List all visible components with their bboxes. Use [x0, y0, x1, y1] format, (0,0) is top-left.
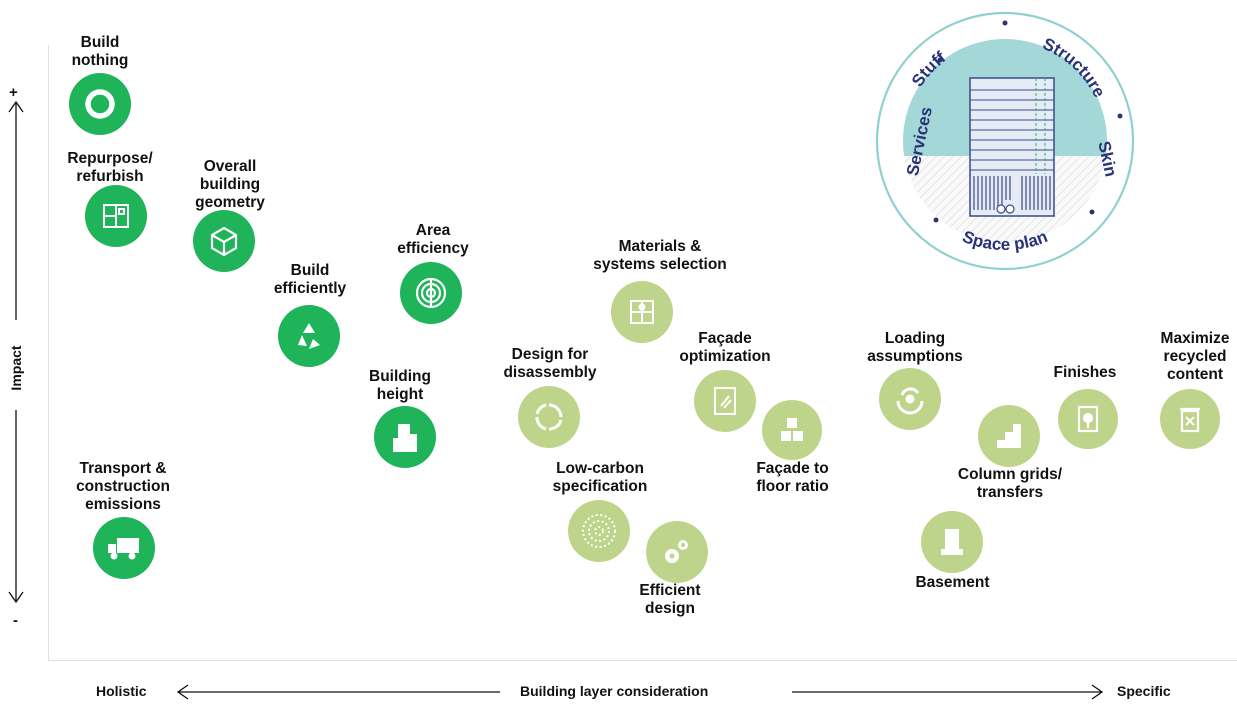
item-label: Build nothing	[71, 34, 129, 69]
x-axis-right-label: Specific	[1117, 683, 1171, 699]
item-column-grids: Column grids/ transfers	[940, 466, 1080, 502]
tile-icon	[1058, 389, 1118, 449]
y-axis-minus: -	[13, 612, 18, 629]
item-label: Façade to floor ratio	[756, 460, 829, 495]
item-disassembly: Design for disassembly	[485, 346, 615, 382]
item-label: Build efficiently	[273, 262, 347, 297]
item-transport: Transport & construction emissions	[58, 460, 188, 514]
item-build-efficiently: Build efficiently	[260, 262, 360, 298]
item-label: Materials & systems selection	[593, 238, 727, 273]
plot-area	[48, 45, 1237, 661]
truck-icon	[93, 517, 155, 579]
puzzle-icon	[611, 281, 673, 343]
item-basement: Basement	[895, 574, 1010, 592]
y-axis-label: Impact	[8, 345, 24, 391]
item-repurpose: Repurpose/ refurbish	[50, 150, 170, 186]
dotted-circle-icon	[568, 500, 630, 562]
item-label: Repurpose/ refurbish	[67, 150, 153, 185]
floorplan-icon	[85, 185, 147, 247]
item-label: Low-carbon specification	[552, 460, 648, 495]
x-axis-left-label: Holistic	[96, 683, 147, 699]
item-label: Building height	[369, 368, 431, 403]
item-finishes: Finishes	[1040, 364, 1130, 382]
y-axis-plus: +	[9, 84, 18, 101]
item-label: Loading assumptions	[867, 330, 963, 365]
y-axis: + Impact -	[0, 80, 30, 640]
item-label: Façade optimization	[679, 330, 771, 365]
item-recycled: Maximize recycled content	[1145, 330, 1237, 384]
tower-icon	[374, 406, 436, 468]
building-layers-inset: Stuff Structure Space plan Services Skin	[870, 10, 1140, 272]
swirl-icon	[879, 368, 941, 430]
item-label: Maximize recycled content	[1160, 330, 1230, 383]
item-geometry: Overall building geometry	[180, 158, 280, 212]
item-low-carbon: Low-carbon specification	[530, 460, 670, 496]
y-axis-arrow	[8, 100, 24, 604]
x-axis-label: Building layer consideration	[520, 683, 709, 699]
item-label: Overall building geometry	[195, 158, 265, 211]
gears-icon	[646, 521, 708, 583]
cube-icon	[193, 210, 255, 272]
item-building-height: Building height	[355, 368, 445, 404]
item-label: Transport & construction emissions	[76, 460, 170, 513]
item-facade-ratio: Façade to floor ratio	[735, 460, 850, 496]
item-label: Area efficiency	[397, 222, 469, 257]
item-facade-optimization: Façade optimization	[660, 330, 790, 366]
blocks-icon	[762, 400, 822, 460]
item-label: Finishes	[1053, 364, 1117, 381]
recycle-icon	[278, 305, 340, 367]
item-efficient-design: Efficient design	[620, 582, 720, 618]
ring-icon	[69, 73, 131, 135]
item-label: Basement	[915, 574, 990, 591]
bin-icon	[1160, 389, 1220, 449]
window-icon	[694, 370, 756, 432]
cycle-icon	[518, 386, 580, 448]
item-label: Column grids/ transfers	[957, 466, 1063, 501]
item-materials: Materials & systems selection	[575, 238, 745, 274]
item-label: Design for disassembly	[503, 346, 597, 381]
building-base-icon	[921, 511, 983, 573]
item-build-nothing: Build nothing	[60, 34, 140, 70]
item-label: Efficient design	[639, 582, 701, 617]
x-axis: Holistic Building layer consideration Sp…	[0, 680, 1237, 706]
item-area-efficiency: Area efficiency	[388, 222, 478, 258]
target-icon	[400, 262, 462, 324]
steps-icon	[978, 405, 1040, 467]
item-loading: Loading assumptions	[855, 330, 975, 366]
x-axis-arrow	[176, 684, 1104, 700]
